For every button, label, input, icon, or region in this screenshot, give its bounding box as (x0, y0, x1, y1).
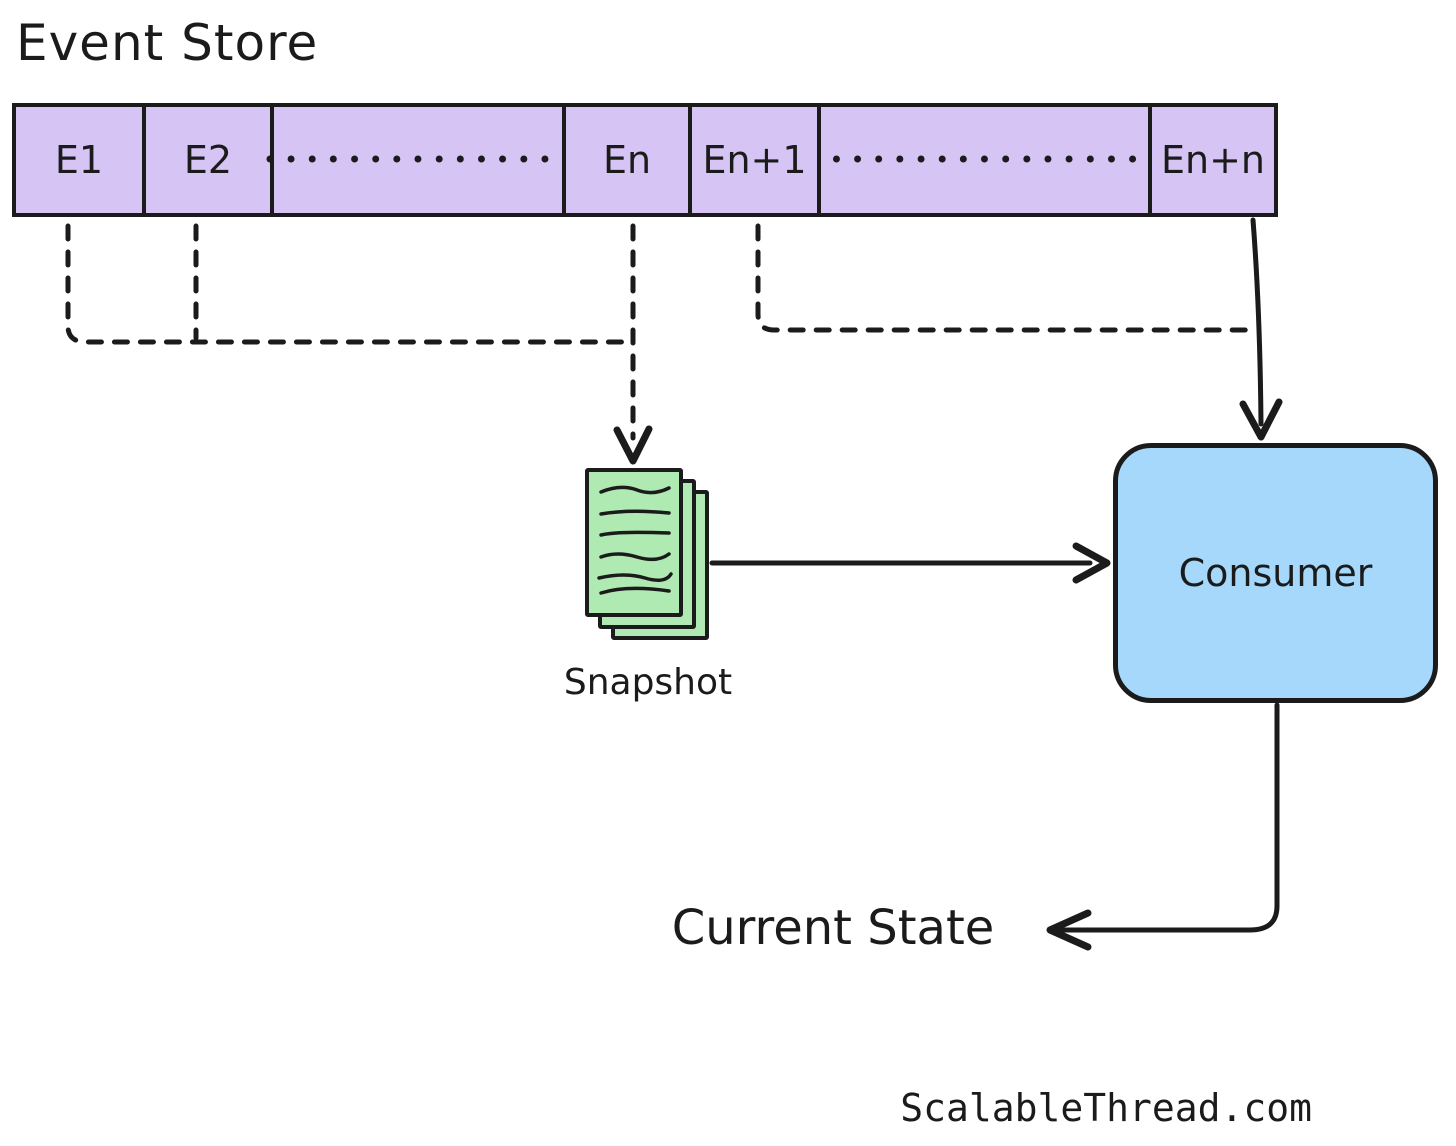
event-cell-en-label: En (602, 138, 652, 182)
event-cell-e2: E2 (146, 107, 274, 213)
event-cell-en-plus-1: En+1 (692, 107, 821, 213)
arrowhead-consumer-left (1072, 542, 1111, 584)
event-cell-en-plus-1-label: En+1 (702, 138, 807, 182)
arrowhead-consumer-top (1239, 398, 1283, 441)
arrowhead-snapshot (613, 425, 653, 465)
dashed-connector-e1 (65, 223, 629, 345)
event-cell-ellipsis-2: ••••••••••••••• (821, 107, 1152, 213)
event-cell-e2-label: E2 (183, 138, 233, 182)
solid-connector-consumer-to-current-state (1055, 702, 1280, 933)
event-cell-en-plus-n-label: En+n (1160, 138, 1266, 182)
event-cell-ellipsis-1: ••••••••••••••• (263, 107, 573, 213)
consumer-label: Consumer (1178, 551, 1373, 595)
consumer-box: Consumer (1113, 443, 1438, 703)
watermark-text: ScalableThread.com (900, 1086, 1312, 1130)
solid-connector-enn-to-consumer (1250, 217, 1264, 427)
event-cell-e1: E1 (16, 107, 146, 213)
ellipsis-dots-1: ••••••••••••••• (262, 146, 581, 174)
diagram-title: Event Store (16, 14, 319, 72)
ellipsis-dots-2: ••••••••••••••• (829, 146, 1147, 174)
snapshot-pages-icon (585, 468, 683, 617)
event-cell-e1-label: E1 (54, 138, 104, 182)
event-cell-en-plus-n: En+n (1152, 107, 1274, 213)
snapshot-label: Snapshot (563, 662, 733, 703)
event-cell-en: En (566, 107, 692, 213)
arrowhead-current-state (1046, 909, 1092, 951)
event-store-row: E1 E2 ••••••••••••••• En En+1 ••••••••••… (12, 103, 1278, 217)
snapshot-text-lines-icon (597, 485, 673, 595)
dashed-connector-en1 (755, 223, 1249, 333)
current-state-label: Current State (671, 900, 995, 956)
